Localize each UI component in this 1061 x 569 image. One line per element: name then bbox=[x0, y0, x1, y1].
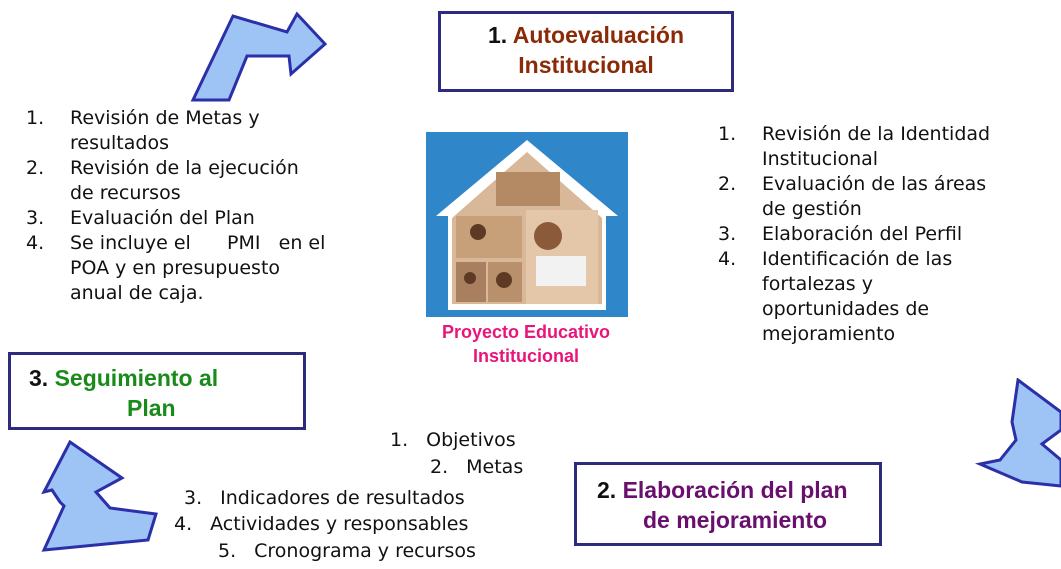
step-1-title-line2: Institucional bbox=[518, 52, 654, 78]
cycle-arrow-top-left-icon bbox=[190, 11, 328, 102]
step-1-box: 1. Autoevaluación Institucional bbox=[438, 11, 734, 92]
list-item: 3.Evaluación del Plan bbox=[26, 207, 255, 229]
plan-item: 3.Indicadores de resultados bbox=[184, 487, 465, 509]
step-1-title-line1: 1. Autoevaluación bbox=[488, 22, 684, 48]
step-3-title-line2: Plan bbox=[127, 395, 176, 421]
plan-item: 2.Metas bbox=[430, 456, 524, 478]
step-2-title-line2: de mejoramiento bbox=[643, 507, 828, 533]
list-item: 3.Elaboración del Perfil bbox=[718, 223, 963, 245]
center-label-line1: Proyecto Educativo bbox=[441, 322, 611, 342]
center-label-line2: Institucional bbox=[472, 346, 579, 366]
step-3-title-line1: 3. Seguimiento al bbox=[29, 365, 219, 391]
cycle-arrow-right-icon bbox=[974, 378, 1061, 488]
step-2-box: 2. Elaboración del plan de mejoramiento bbox=[574, 462, 882, 546]
plan-item: 5.Cronograma y recursos bbox=[218, 540, 476, 562]
plan-item: 1.Objetivos bbox=[390, 429, 516, 451]
step-3-box: 3. Seguimiento al Plan bbox=[8, 352, 306, 430]
cycle-arrow-bottom-left-icon bbox=[41, 440, 158, 552]
school-house-image bbox=[426, 132, 628, 317]
step-2-title-line1: 2. Elaboración del plan bbox=[597, 477, 848, 503]
plan-item: 4.Actividades y responsables bbox=[174, 513, 469, 535]
center-label: Proyecto Educativo Institucional bbox=[376, 320, 676, 368]
